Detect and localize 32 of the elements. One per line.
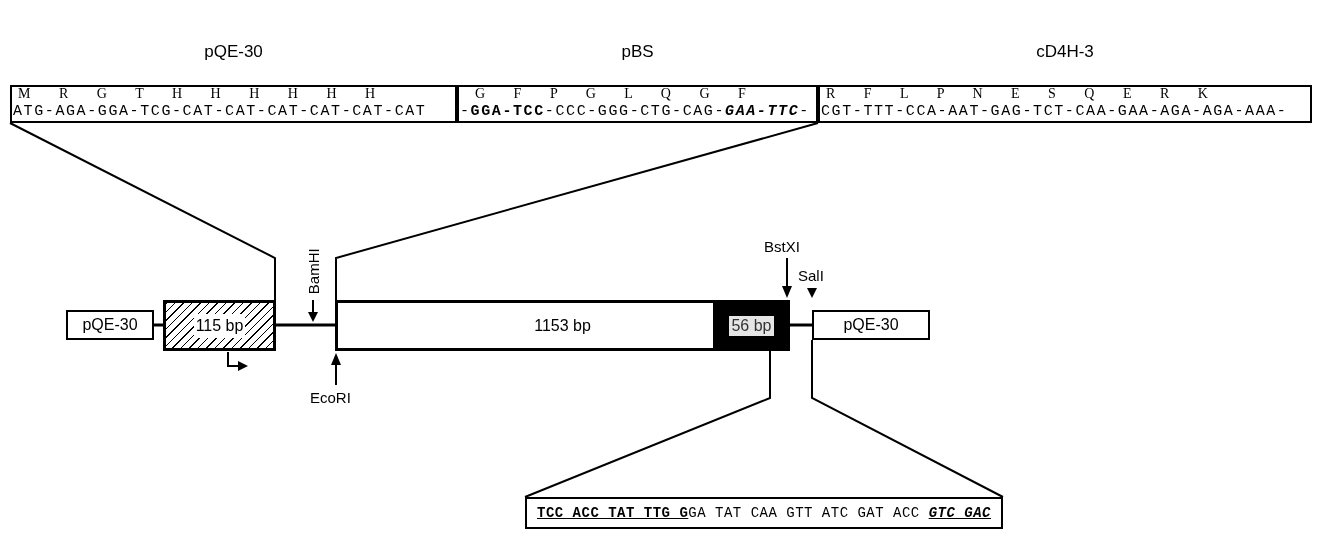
vector-box	[66, 310, 154, 340]
dna-sequence: CGT-TTT-CCA-AAT-GAG-TCT-CAA-GAA-AGA-AGA-AAA-	[821, 102, 1288, 122]
segment-label: pQE-30	[81, 315, 139, 335]
insert-box	[335, 300, 790, 351]
amino-acid-sequence: G F P G L Q G F	[475, 86, 748, 102]
hatched-segment	[163, 300, 276, 351]
dna-sequence: ATG-AGA-GGA-TCG-CAT-CAT-CAT-CAT-CAT-CAT	[13, 102, 427, 122]
restriction-site-label: BamHI	[303, 248, 323, 295]
expansion-line	[811, 339, 1004, 498]
expansion-line	[9, 122, 276, 301]
dark-segment	[713, 300, 790, 351]
segment-heading: pQE-30	[204, 41, 263, 63]
dna-sequence: TCC ACC TAT TTG GGA TAT CAA GTT ATC GAT ACC GTC GAC	[537, 503, 991, 523]
vector-box	[812, 310, 930, 340]
segment-label: 1153 bp	[533, 315, 592, 336]
sequence-box	[525, 497, 1003, 529]
restriction-site-label: BstXI	[764, 237, 800, 257]
segment-heading: cD4H-3	[1036, 41, 1094, 63]
backbone-line	[276, 323, 335, 327]
amino-acid-sequence: R F L P N E S Q E R K	[826, 86, 1210, 102]
segment-heading: pBS	[621, 41, 654, 63]
restriction-site-label: EcoRI	[310, 388, 351, 408]
backbone-line	[790, 323, 812, 327]
amino-acid-sequence: M R G T H H H H H H	[18, 86, 378, 102]
segment-label: 115 bp	[193, 313, 246, 338]
segment-label: 56 bp	[729, 315, 774, 336]
backbone-line	[154, 323, 163, 327]
restriction-site-label: SalI	[798, 266, 824, 286]
expansion-line	[335, 122, 819, 301]
dna-sequence: -GGA-TCC-CCC-GGG-CTG-CAG-GAA-TTC-	[460, 102, 810, 122]
expansion-line	[524, 350, 771, 498]
segment-label: pQE-30	[842, 315, 900, 335]
